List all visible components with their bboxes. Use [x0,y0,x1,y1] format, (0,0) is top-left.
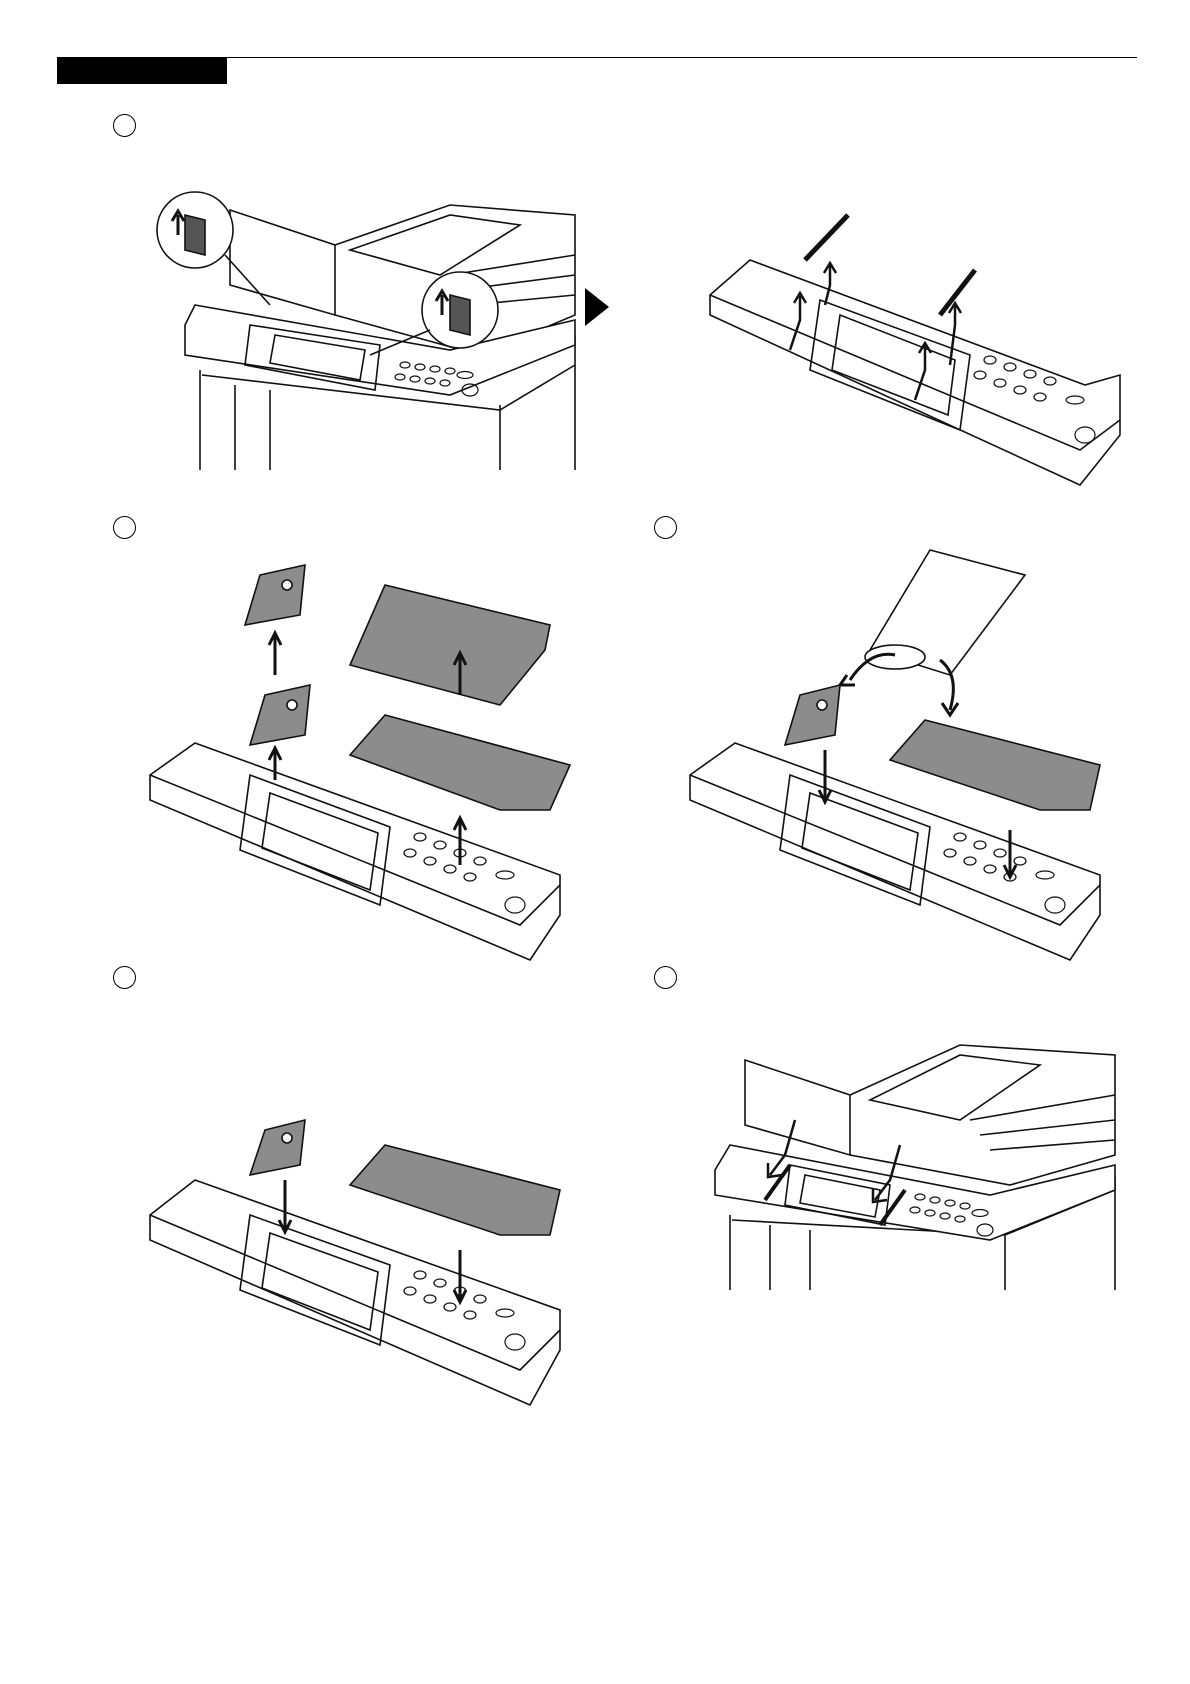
next-step-arrow-icon [585,288,609,326]
header-rule [227,57,1137,58]
step-number-circle-4 [113,966,136,989]
step-number-circle-3 [654,516,677,539]
step-number-circle-5 [654,966,677,989]
illustration-unlock-panel-covers [150,195,575,470]
step-number-circle-2 [113,516,136,539]
step-number-circle-1 [113,114,136,137]
illustration-insert-new-sheets [690,545,1115,965]
section-header-bar [57,57,227,84]
illustration-remove-key-sheets [150,565,575,965]
illustration-sheets-in-place [150,1120,575,1410]
illustration-remove-cover-strips [700,205,1120,490]
illustration-reattach-cover-strips [710,1025,1115,1290]
